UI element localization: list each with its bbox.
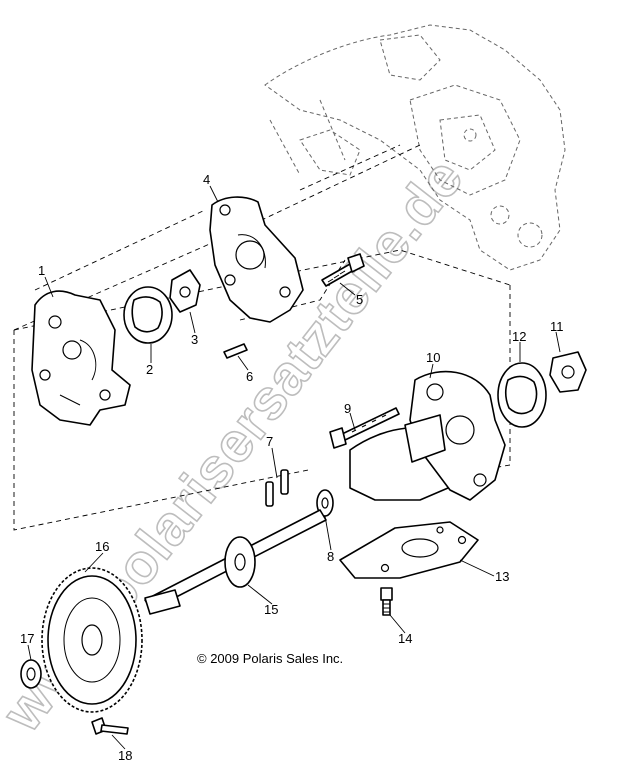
pump-plate-part-1 — [31, 290, 131, 426]
long-bolt-part-9 — [329, 407, 400, 449]
callout-17: 17 — [20, 631, 34, 646]
callout-10: 10 — [426, 350, 440, 365]
pump-cover-part-4 — [209, 196, 304, 323]
callout-14: 14 — [398, 631, 412, 646]
callout-1: 1 — [38, 263, 45, 278]
callout-13: 13 — [495, 569, 509, 584]
callout-11: 11 — [550, 319, 564, 334]
callout-15: 15 — [264, 602, 278, 617]
callout-3: 3 — [191, 332, 198, 347]
callout-7: 7 — [266, 434, 273, 449]
callout-8: 8 — [327, 549, 334, 564]
washer-part-8 — [316, 489, 334, 517]
callout-2: 2 — [146, 362, 153, 377]
pin-part-6 — [223, 343, 248, 359]
callout-labels: 1 2 3 4 5 6 7 8 9 10 11 12 13 14 15 16 1… — [20, 172, 564, 763]
callout-18: 18 — [118, 748, 132, 763]
callout-6: 6 — [246, 369, 253, 384]
bolt-part-5 — [321, 253, 365, 287]
gasket-part-13 — [339, 521, 479, 579]
callout-12: 12 — [512, 329, 526, 344]
outer-rotor-part-12 — [497, 362, 547, 428]
gear-part-16 — [41, 567, 143, 713]
pump-housing-part-10 — [349, 370, 506, 501]
washer-part-17 — [20, 659, 42, 689]
engine-case-outline — [264, 24, 566, 271]
outer-rotor-part-2 — [123, 286, 173, 344]
leader-lines — [27, 185, 561, 750]
inner-rotor-part-3 — [169, 269, 201, 313]
screw-part-14 — [380, 587, 393, 616]
callout-9: 9 — [344, 401, 351, 416]
inner-rotor-part-11 — [549, 351, 587, 393]
pins-part-7 — [265, 469, 289, 507]
callout-4: 4 — [203, 172, 210, 187]
callout-16: 16 — [95, 539, 109, 554]
bolt-part-18 — [91, 717, 129, 735]
copyright-notice: © 2009 Polaris Sales Inc. — [197, 651, 343, 666]
callout-5: 5 — [356, 292, 363, 307]
